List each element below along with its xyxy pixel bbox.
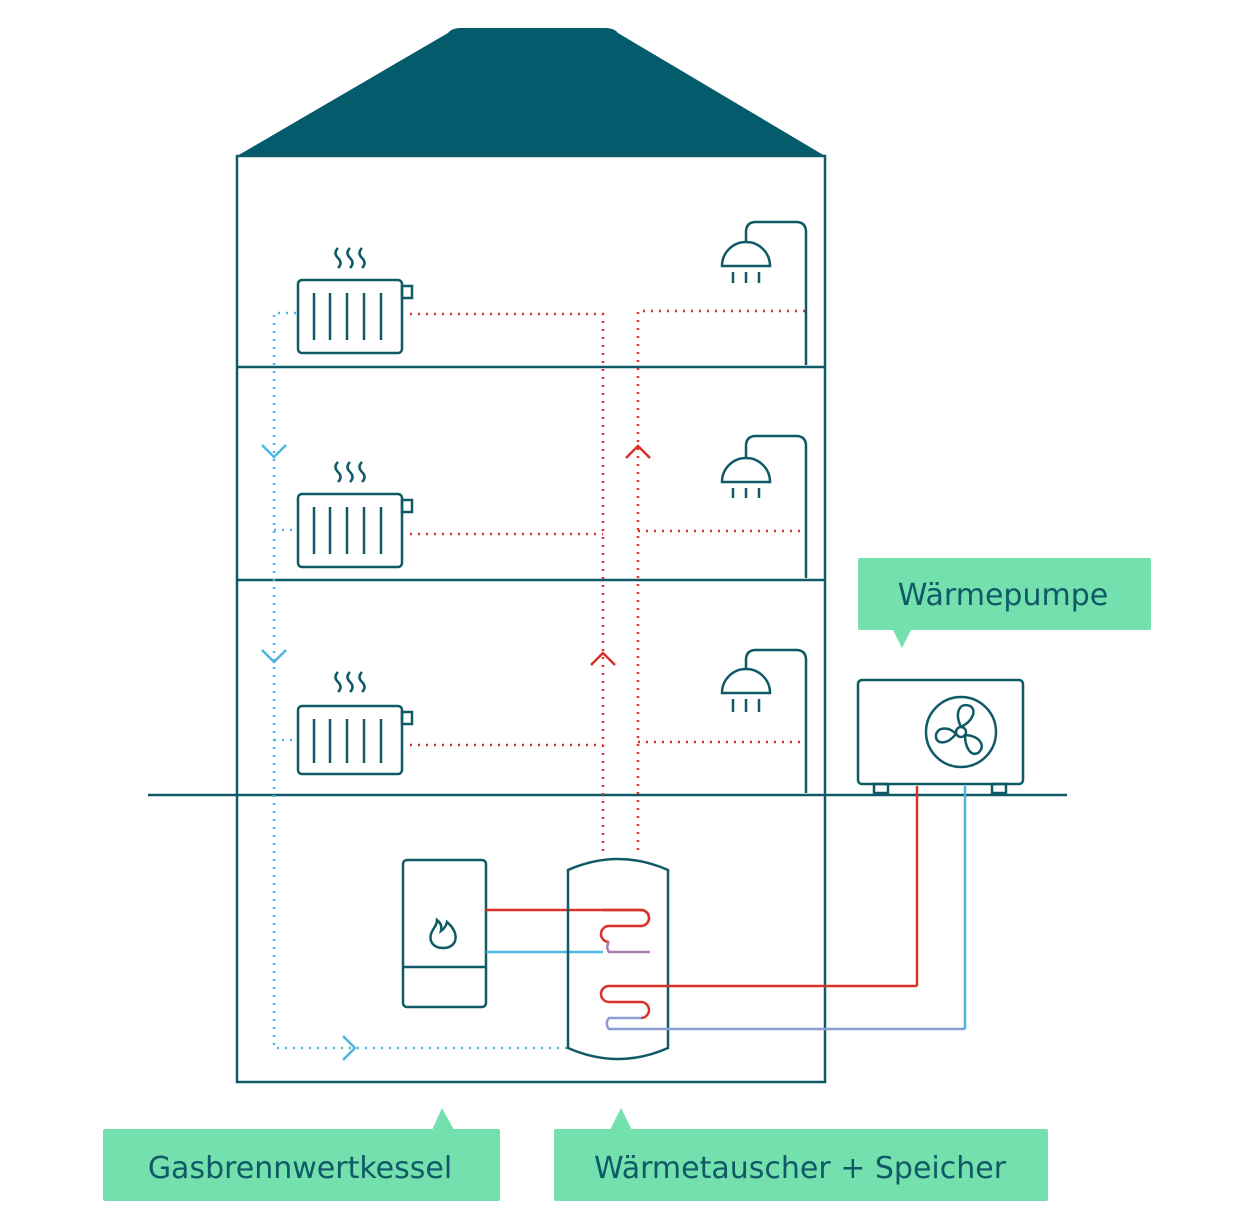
heat-pump-unit: [856, 678, 1025, 795]
house-outline: [235, 154, 827, 1084]
house-roof: [237, 28, 825, 156]
heat-pump-label: Wärmepumpe: [898, 578, 1108, 613]
lower-heat-exchanger-coil: [599, 984, 965, 1031]
radiator-icon: [296, 671, 414, 776]
gas-boiler-label: Gasbrennwertkessel: [148, 1151, 452, 1186]
shower-icon: [720, 434, 808, 578]
shower-icon: [720, 648, 808, 793]
cold-return-pipes: [272, 311, 568, 1050]
gas-boiler: [401, 858, 488, 1009]
upper-heat-exchanger-coil: [599, 908, 651, 954]
hot-supply-pipes: [410, 309, 805, 855]
heat-exchanger-label: Wärmetauscher + Speicher: [594, 1151, 1007, 1186]
fan-icon: [924, 695, 998, 769]
callout-heat-exchanger: Wärmetauscher + Speicher: [554, 1108, 1048, 1201]
callout-gas-boiler: Gasbrennwertkessel: [103, 1108, 500, 1201]
hot-flow-arrows: [590, 444, 651, 666]
shower-icon: [720, 220, 808, 365]
flame-icon: [429, 917, 457, 950]
radiator-icon: [296, 247, 414, 355]
heat-pump-pipes: [915, 786, 967, 1029]
callout-heat-pump: Wärmepumpe: [858, 558, 1151, 648]
radiator-icon: [296, 461, 414, 569]
storage-tank: [566, 857, 670, 1061]
cold-flow-arrows: [261, 444, 357, 1061]
